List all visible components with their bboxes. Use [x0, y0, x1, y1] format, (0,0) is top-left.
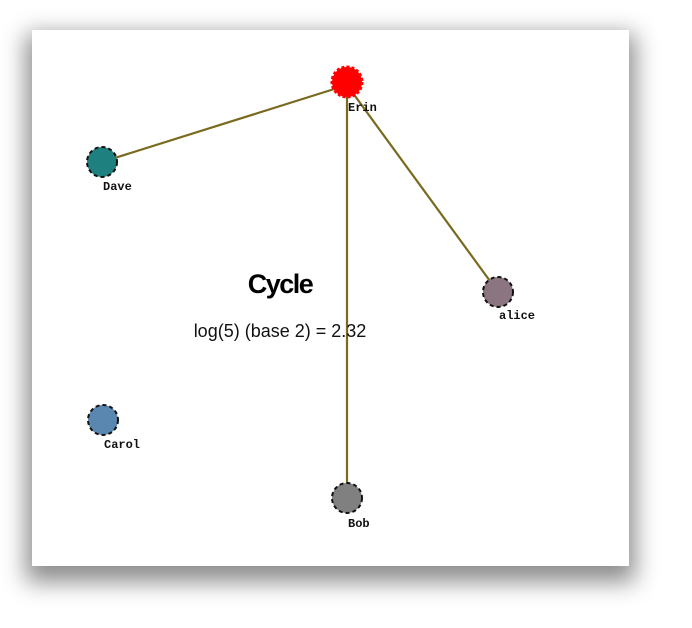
edge-erin-alice: [346, 84, 499, 293]
graph-subtitle: log(5) (base 2) = 2.32: [194, 321, 367, 341]
node-alice-circle[interactable]: [482, 276, 514, 308]
node-dave-circle[interactable]: [86, 146, 118, 178]
node-carol[interactable]: Carol: [87, 404, 140, 452]
node-erin-label: Erin: [348, 101, 377, 115]
node-dave-label: Dave: [103, 180, 132, 194]
node-erin-circle[interactable]: [330, 65, 364, 99]
graph-title: Cycle: [248, 269, 314, 299]
node-alice[interactable]: alice: [482, 276, 535, 323]
node-alice-label: alice: [499, 309, 535, 323]
node-erin[interactable]: Erin: [330, 65, 377, 115]
graph-card: [32, 30, 629, 566]
node-bob[interactable]: Bob: [331, 482, 370, 531]
node-dave[interactable]: Dave: [86, 146, 132, 194]
node-carol-label: Carol: [104, 438, 140, 452]
node-bob-circle[interactable]: [331, 482, 363, 514]
node-bob-label: Bob: [348, 517, 370, 531]
node-carol-circle[interactable]: [87, 404, 119, 436]
edge-erin-dave: [101, 83, 348, 164]
